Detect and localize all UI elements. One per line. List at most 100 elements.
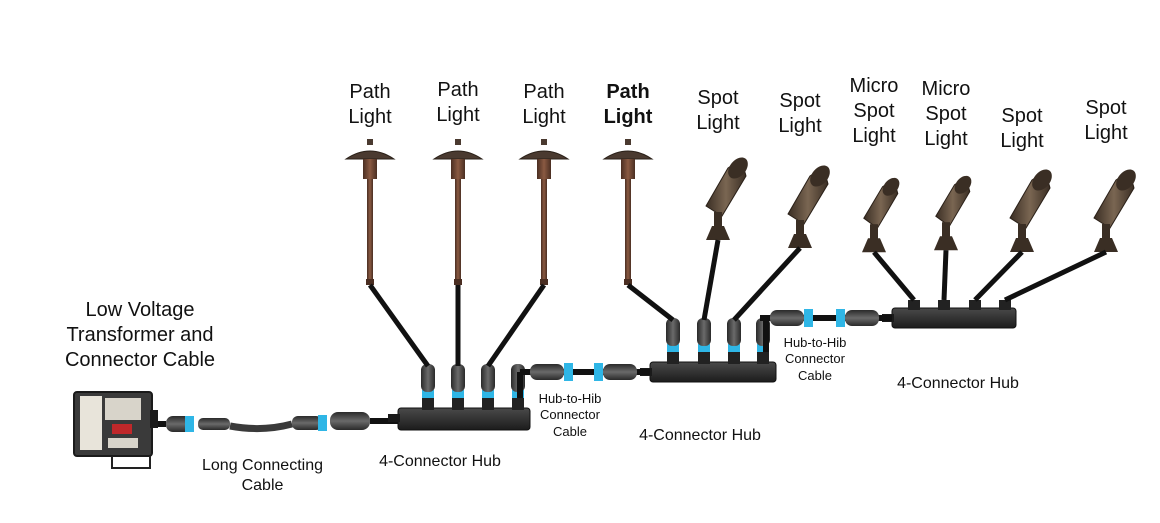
spot-light-base (862, 238, 886, 253)
spot-light-base (706, 226, 730, 240)
spot-light-lens (954, 175, 972, 194)
fixture-wire (973, 250, 1024, 302)
hub-3-label: 4-Connector Hub (897, 375, 1019, 392)
fixture-wire (872, 250, 916, 302)
spot-light-lens (1032, 169, 1052, 191)
cable-connector-right (845, 310, 879, 326)
cable-connector-left (770, 310, 804, 326)
path-light-head (537, 159, 551, 179)
spot-light-lens (728, 157, 748, 179)
hub-to-hub-cable-2 (760, 309, 892, 327)
path-light (432, 139, 484, 285)
hub-port-base (482, 398, 494, 410)
hub-port-connector (727, 318, 741, 346)
hub-port-base (698, 352, 710, 364)
fixture-label: Spot Light (778, 90, 822, 137)
fixture-wire (1003, 249, 1108, 303)
hub-2 (640, 318, 777, 383)
spot-light-lens (1116, 169, 1136, 191)
path-light-stem (541, 179, 547, 279)
path-light-base (366, 279, 374, 285)
fixture-label: Path Light (603, 81, 653, 128)
path-light-head (363, 159, 377, 179)
spot-light-base (1094, 238, 1118, 252)
fixture-wire (367, 283, 431, 368)
hub-port-ring (698, 344, 710, 352)
hub-1-label: 4-Connector Hub (379, 453, 501, 470)
fixture-label: Spot Light (1000, 105, 1044, 152)
fixture-label: Spot Light (1084, 97, 1128, 144)
hub-1 (388, 364, 531, 431)
hub-port-base (422, 398, 434, 410)
hub-port-connector (697, 318, 711, 346)
path-light (602, 139, 654, 285)
path-light (344, 139, 396, 285)
spot-light-knuckle (714, 212, 722, 228)
hub-port-base (757, 352, 769, 364)
hub-body (649, 361, 777, 383)
micro-spot-light (862, 177, 900, 253)
hub-port-base (452, 398, 464, 410)
fixture-wire (626, 283, 675, 322)
hub-body (397, 407, 531, 431)
path-light-head (621, 159, 635, 179)
spot-light-knuckle (796, 220, 804, 236)
path-light-base (624, 279, 632, 285)
path-light-finial (455, 139, 461, 145)
fixture-wire (941, 250, 949, 301)
fixture-label: Path Light (436, 79, 480, 126)
spot-light-lens (882, 177, 900, 196)
hub-to-hub-cable-1 (520, 363, 650, 381)
path-light-hat (602, 150, 654, 160)
path-light-base (454, 279, 462, 285)
hub-port-connector (481, 364, 495, 392)
cable-connector-right (603, 364, 637, 380)
fixture-wire (485, 283, 547, 368)
spot-light (1093, 169, 1136, 252)
fixture-label: Path Light (522, 81, 566, 128)
transformer-label: Low Voltage Transformer and Connector Ca… (64, 299, 216, 371)
spot-light-base (1010, 238, 1034, 252)
hub-2-label: 4-Connector Hub (639, 427, 761, 444)
cable-ring-left (804, 309, 813, 327)
hub-port-ring (667, 344, 679, 352)
cable-ring-right (836, 309, 845, 327)
long-cable-label: Long Connecting Cable (202, 457, 323, 494)
cable-ring-left (564, 363, 573, 381)
path-light-stem (367, 179, 373, 279)
path-light-finial (367, 139, 373, 145)
hub-port-ring (422, 390, 434, 398)
spot-light-lens (810, 165, 830, 187)
path-light-stem (625, 179, 631, 279)
path-light-finial (625, 139, 631, 145)
fixture-label: Spot Light (696, 87, 740, 134)
long-connecting-cable (158, 412, 406, 433)
fixture-wire (701, 239, 721, 321)
hub-port-base (728, 352, 740, 364)
path-light-finial (541, 139, 547, 145)
path-light (518, 139, 570, 285)
hub-cable-1-label: Hub-to-Hib Connector Cable (538, 391, 602, 439)
spot-light (705, 157, 748, 240)
cable-connector-left (530, 364, 564, 380)
spot-light-knuckle (1018, 224, 1026, 240)
hub-port (999, 300, 1011, 310)
hub-port-ring (452, 390, 464, 398)
path-light-base (540, 279, 548, 285)
micro-spot-light (934, 175, 972, 251)
hub-3 (882, 300, 1017, 329)
spot-light (1009, 169, 1052, 252)
hub-port-base (667, 352, 679, 364)
fixture-label: Micro Spot Light (849, 75, 899, 147)
hub-cable-2-label: Hub-to-Hib Connector Cable (783, 335, 847, 383)
hub-port-connector (666, 318, 680, 346)
path-light-hat (432, 150, 484, 160)
path-light-stem (455, 179, 461, 279)
hub-port (969, 300, 981, 310)
spot-light-base (788, 234, 812, 248)
hub-port-ring (728, 344, 740, 352)
cable-ring-right (594, 363, 603, 381)
fixture-label: Path Light (348, 81, 392, 128)
